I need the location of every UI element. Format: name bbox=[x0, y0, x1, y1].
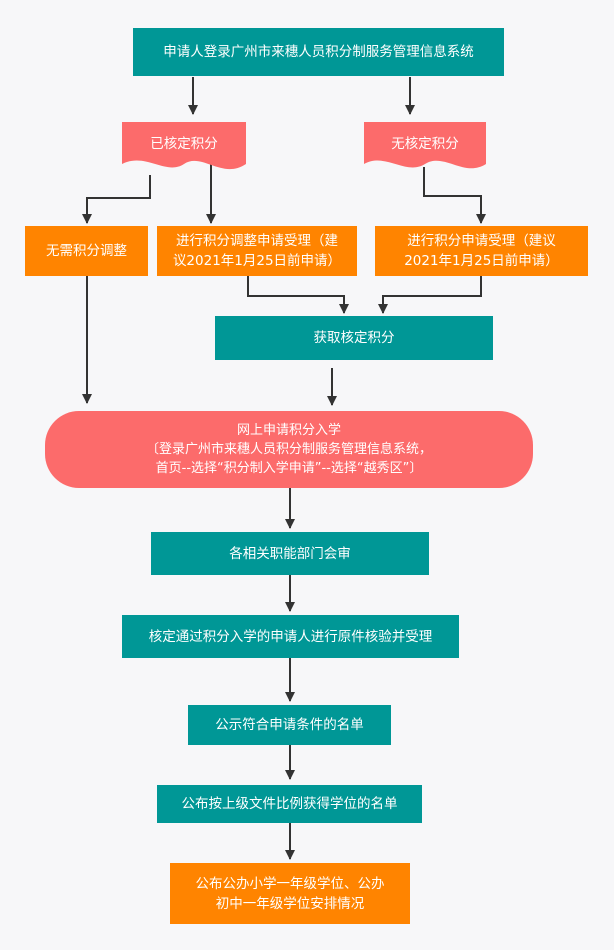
no-points-node: 无核定积分 bbox=[364, 122, 486, 178]
get-points-node: 获取核定积分 bbox=[215, 316, 493, 360]
has-points-shape bbox=[122, 122, 246, 170]
has-points-node: 已核定积分 bbox=[122, 122, 246, 180]
login-node: 申请人登录广州市来穗人员积分制服务管理信息系统 bbox=[133, 28, 504, 76]
no-adjust-node: 无需积分调整 bbox=[25, 226, 148, 276]
arrow-has-points-to-no-adjust bbox=[82, 175, 151, 224]
publish-quota-node: 公布按上级文件比例获得学位的名单 bbox=[157, 785, 422, 823]
publish-list-node: 公示符合申请条件的名单 bbox=[188, 705, 391, 745]
no-points-label: 无核定积分 bbox=[391, 136, 459, 152]
online-apply-node: 网上申请积分入学 〔登录广州市来穗人员积分制服务管理信息系统， 首页--选择“积… bbox=[45, 411, 533, 488]
points-apply-node: 进行积分申请受理（建议 2021年1月25日前申请） bbox=[375, 226, 588, 276]
verify-node: 核定通过积分入学的申请人进行原件核验并受理 bbox=[122, 615, 459, 658]
no-points-shape bbox=[364, 122, 486, 169]
publish-arrange-node: 公布公办小学一年级学位、公办 初中一年级学位安排情况 bbox=[170, 863, 410, 924]
adjust-apply-node: 进行积分调整申请受理（建 议2021年1月25日前申请） bbox=[157, 226, 357, 276]
dept-review-node: 各相关职能部门会审 bbox=[151, 532, 429, 575]
has-points-label: 已核定积分 bbox=[150, 136, 218, 152]
arrow-points-apply-to-get-points bbox=[378, 276, 482, 314]
arrow-no-points-to-points-apply bbox=[423, 167, 486, 224]
arrow-adjust-apply-to-get-points bbox=[247, 276, 349, 314]
